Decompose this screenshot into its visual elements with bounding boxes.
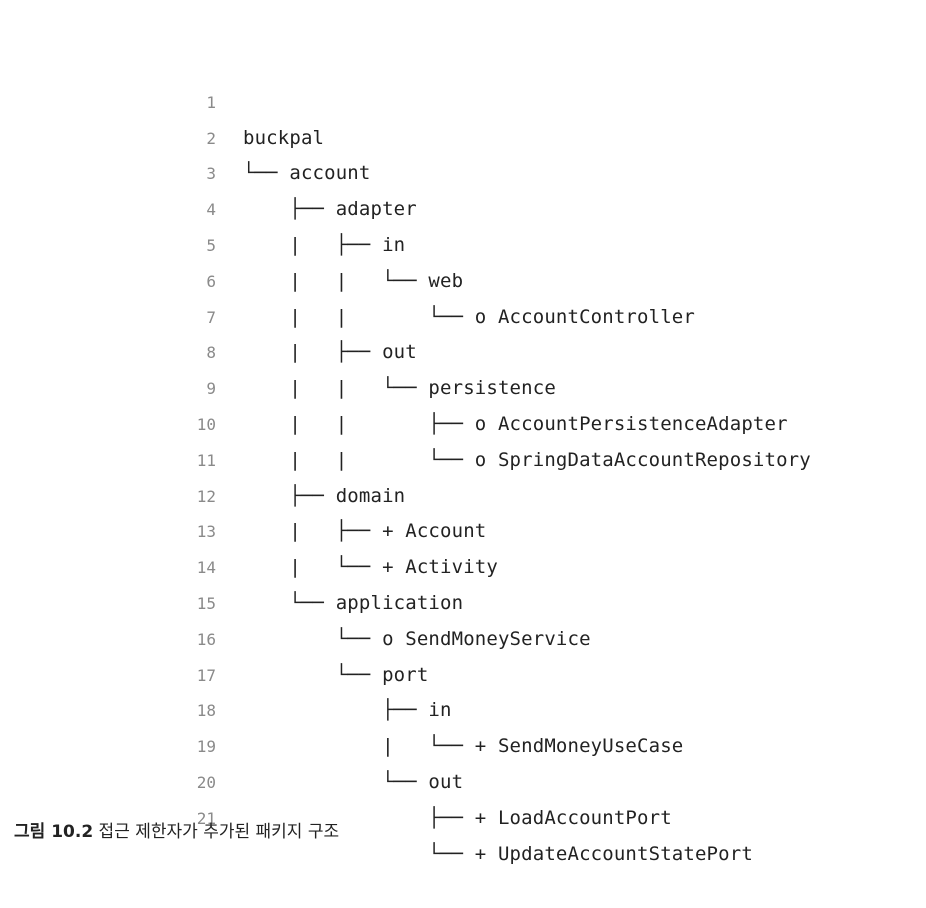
code-line: 18 | └── + SendMoneyUseCase xyxy=(0,658,926,757)
code-line: 7 | ├── out xyxy=(0,264,926,364)
line-text: | └── + Activity xyxy=(243,556,498,579)
line-number: 7 xyxy=(206,307,216,327)
line-text: | | └── persistence xyxy=(243,377,556,400)
line-number: 10 xyxy=(196,414,216,434)
line-number: 1 xyxy=(206,92,216,112)
code-line: 4 | ├── in xyxy=(0,156,926,256)
line-text: └── out xyxy=(243,770,464,793)
line-number: 11 xyxy=(196,450,216,470)
code-line: 1 buckpal xyxy=(0,49,926,149)
line-text: └── port xyxy=(243,663,429,686)
code-line: 17 ├── in xyxy=(0,622,926,722)
code-line: 14 └── application xyxy=(0,514,926,614)
line-text: ├── in xyxy=(243,699,452,722)
code-line: 15 └── o SendMoneyService xyxy=(0,550,926,650)
code-line: 11 ├── domain xyxy=(0,407,926,507)
line-text: ├── domain xyxy=(243,484,406,507)
line-text: | | └── o SpringDataAccountRepository xyxy=(243,448,811,471)
line-text: | | └── web xyxy=(243,269,464,292)
line-text: ├── adapter xyxy=(243,198,417,221)
line-text: | ├── in xyxy=(243,233,406,256)
code-line: 10 | | └── o SpringDataAccountRepository xyxy=(0,371,926,471)
code-line: 16 └── port xyxy=(0,586,926,686)
line-text: | | ├── o AccountPersistenceAdapter xyxy=(243,412,788,435)
line-text: | └── + SendMoneyUseCase xyxy=(243,735,684,758)
line-number: 13 xyxy=(196,522,216,542)
line-text: └── o SendMoneyService xyxy=(243,627,591,650)
line-number: 15 xyxy=(196,593,216,613)
line-text: └── application xyxy=(243,591,464,614)
line-text: buckpal xyxy=(243,126,325,149)
line-text: | ├── + Account xyxy=(243,520,487,543)
line-text: └── account xyxy=(243,162,371,185)
line-number: 19 xyxy=(196,737,216,757)
figure-caption: 그림 10.2 접근 제한자가 추가된 패키지 구조 xyxy=(14,817,339,842)
line-number: 3 xyxy=(206,164,216,184)
line-number: 21 xyxy=(196,808,216,828)
line-text: └── + UpdateAccountStatePort xyxy=(243,842,753,865)
figure-caption-text: 접근 제한자가 추가된 패키지 구조 xyxy=(93,822,340,842)
code-line: 21 └── + UpdateAccountStatePort xyxy=(0,765,926,865)
code-line: 6 | | └── o AccountController xyxy=(0,228,926,328)
line-number: 6 xyxy=(206,271,216,291)
line-number: 5 xyxy=(206,235,216,255)
code-line: 19 └── out xyxy=(0,693,926,793)
code-line: 3 ├── adapter xyxy=(0,121,926,220)
line-number: 9 xyxy=(206,379,216,399)
line-text: | | └── o AccountController xyxy=(243,305,695,328)
code-line: 8 | | └── persistence xyxy=(0,300,926,399)
line-number: 17 xyxy=(196,665,216,685)
code-line: 20 ├── + LoadAccountPort xyxy=(0,729,926,829)
package-tree-code-block: 1 buckpal 2 └── account 3 ├── adapter 4 … xyxy=(0,49,926,865)
line-text: | ├── out xyxy=(243,341,417,364)
line-number: 18 xyxy=(196,701,216,721)
code-line: 9 | | ├── o AccountPersistenceAdapter xyxy=(0,335,926,435)
code-line: 5 | | └── web xyxy=(0,192,926,292)
line-number: 20 xyxy=(196,772,216,792)
line-text: ├── + LoadAccountPort xyxy=(243,806,672,829)
line-number: 8 xyxy=(206,343,216,363)
code-line: 13 | └── + Activity xyxy=(0,479,926,578)
figure-caption-label: 그림 10.2 xyxy=(14,822,94,842)
line-number: 12 xyxy=(196,486,216,506)
line-number: 16 xyxy=(196,629,216,649)
line-number: 2 xyxy=(206,128,216,148)
code-line: 12 | ├── + Account xyxy=(0,443,926,543)
line-number: 14 xyxy=(196,558,216,578)
line-number: 4 xyxy=(206,200,216,220)
code-line: 2 └── account xyxy=(0,85,926,185)
